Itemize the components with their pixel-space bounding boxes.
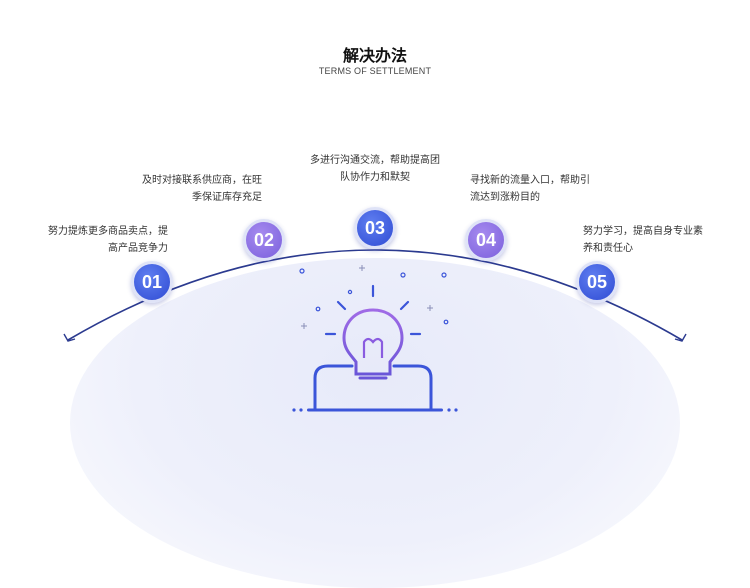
- step-3-description: 多进行沟通交流，帮助提高团队协作力和默契: [310, 155, 440, 183]
- step-4-description: 寻找新的流量入口，帮助引流达到涨粉目的: [470, 175, 590, 203]
- arrow-right-icon: [674, 333, 687, 342]
- step-1-description: 努力提炼更多商品卖点，提高产品竞争力: [48, 226, 168, 254]
- light-rays-icon: [324, 284, 422, 336]
- ground-line: [292, 408, 458, 412]
- lightbulb-icon: [342, 308, 404, 380]
- step-2-description: 及时对接联系供应商，在旺季保证库存充足: [142, 175, 262, 203]
- step-5-badge: 05: [576, 261, 618, 303]
- lightbulb-person-illustration: [292, 265, 458, 412]
- star-icon: [301, 265, 433, 329]
- arrow-left-icon: [63, 333, 76, 342]
- person-icon: [313, 364, 433, 412]
- page-title: 解决办法: [342, 46, 407, 65]
- step-4-badge: 04: [465, 219, 507, 261]
- step-3-badge: 03: [354, 207, 396, 249]
- step-5-description: 努力学习，提高自身专业素养和责任心: [583, 226, 703, 254]
- sparkle-dots-icon: [299, 268, 449, 325]
- step-2-badge: 02: [243, 219, 285, 261]
- step-1-badge: 01: [131, 261, 173, 303]
- page-subtitle: TERMS OF SETTLEMENT: [318, 66, 432, 76]
